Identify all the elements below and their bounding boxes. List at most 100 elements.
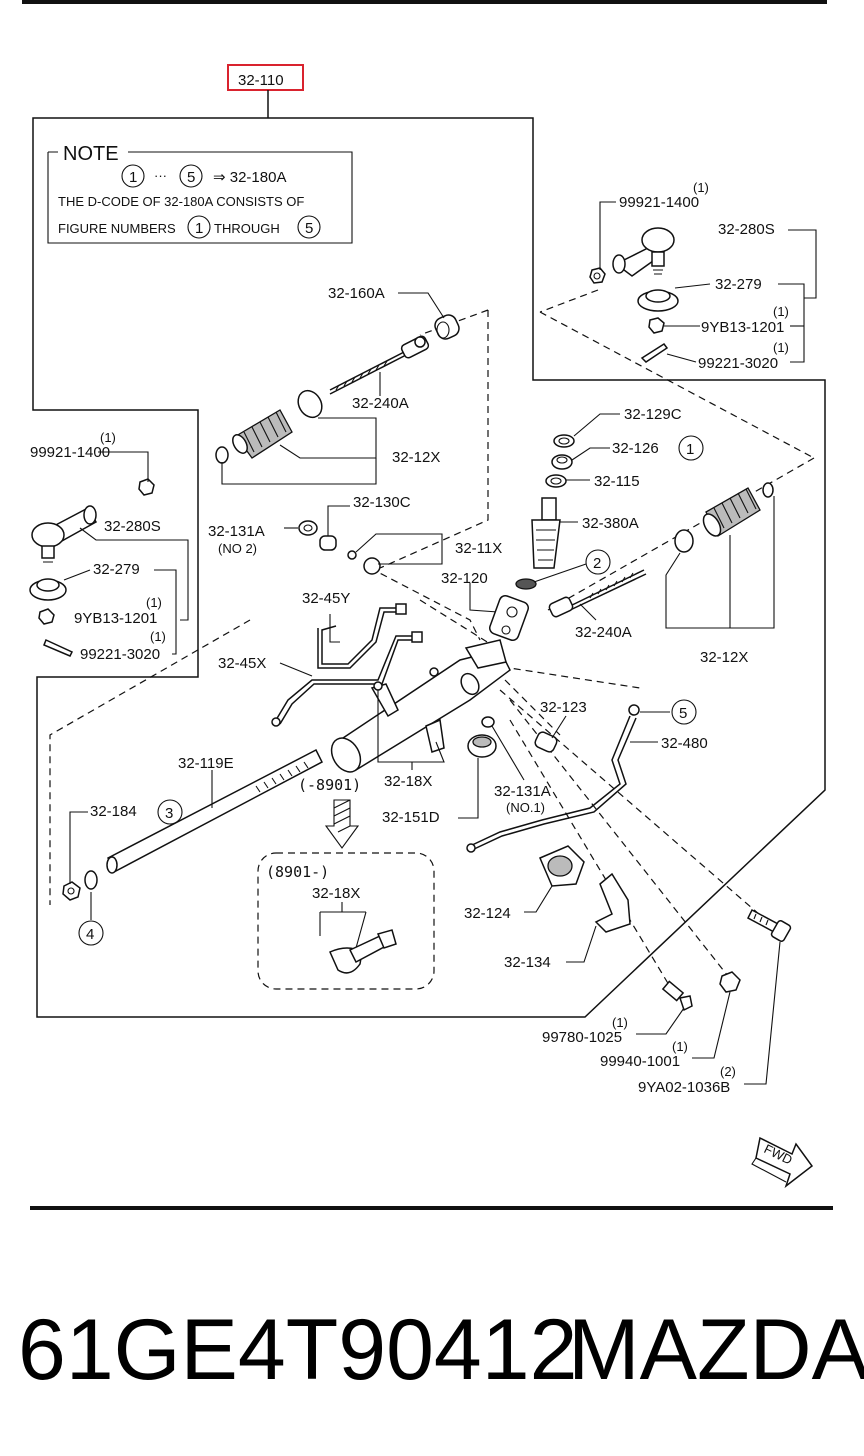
note-circled-1: 1 [129,169,137,186]
label-32-45x[interactable]: 32-45X [218,655,266,672]
note-line-2-num-1: 1 [195,220,203,237]
label-32-134[interactable]: 32-134 [504,954,551,971]
part-32-110-gear-housing[interactable] [326,594,530,777]
part-32-115[interactable] [545,474,567,488]
part-32-134-bracket[interactable] [594,872,631,933]
fwd-arrow-icon: FWD [751,1136,814,1189]
label-32-131a-no2[interactable]: 32-131A [208,523,265,540]
main-part-highlight [227,64,304,91]
cotter-pin-right[interactable] [640,342,669,363]
assembly-outline [32,117,826,1018]
part-99940-1001-nut[interactable] [719,971,741,993]
qty-32-131a-no1: (NO.1) [506,800,545,815]
label-32-279-r[interactable]: 32-279 [715,276,762,293]
tie-rod-end-right[interactable] [612,227,675,277]
nut-99921-left[interactable] [138,478,155,496]
part-32-380a-pinion[interactable] [531,497,561,569]
nut-9yb13-left[interactable] [38,608,55,625]
label-99221-3020-r[interactable]: 99221-3020 [698,355,778,372]
label-32-380a[interactable]: 32-380A [582,515,639,532]
label-9yb13-1201-r[interactable]: 9YB13-1201 [701,319,784,336]
part-32-45y-pipe[interactable] [317,603,407,669]
part-9ya02-1036b-bolt[interactable] [747,908,792,942]
part-32-126[interactable] [551,454,573,470]
label-99921-1400-r[interactable]: 99921-1400 [619,194,699,211]
label-32-120[interactable]: 32-120 [441,570,488,587]
label-32-130c[interactable]: 32-130C [353,494,411,511]
note-title: NOTE [63,143,119,165]
part-32-130c[interactable] [319,535,337,551]
label-99221-3020-l[interactable]: 99221-3020 [80,646,160,663]
part-32-124-damper[interactable] [539,845,585,887]
part-32-131a-no2[interactable] [298,520,318,536]
part-32-184-nut[interactable] [62,881,81,901]
nut-9yb13-right[interactable] [648,317,665,334]
part-32-480-pipe[interactable] [466,704,640,853]
boot-32-279-right[interactable] [637,289,679,312]
label-32-18x-a[interactable]: 32-18X [384,773,432,790]
brand-name: MAZDA [568,1302,864,1398]
label-32-124[interactable]: 32-124 [464,905,511,922]
part-32-151d-cap[interactable] [467,734,497,758]
part-32-12x-boot-top[interactable] [215,386,327,464]
label-32-160a[interactable]: 32-160A [328,285,385,302]
part-seal-ring[interactable] [515,578,537,590]
label-32-129c[interactable]: 32-129C [624,406,682,423]
part-32-160a-bushing[interactable] [432,312,461,341]
circled-3: 3 [165,805,173,822]
note-line-2-num-5: 5 [305,220,313,237]
label-32-280s-r[interactable]: 32-280S [718,221,775,238]
part-99780-1025-bolt[interactable] [661,980,693,1012]
part-32-123-bushing[interactable] [534,731,559,754]
part-32-240a-tie-rod-top[interactable] [329,335,430,395]
label-32-126[interactable]: 32-126 [612,440,659,457]
part-32-240a-tie-rod-right[interactable] [548,569,647,618]
label-99780-1025[interactable]: 99780-1025 [542,1029,622,1046]
note-line-2-mid: THROUGH [214,221,280,236]
label-32-115[interactable]: 32-115 [594,473,640,490]
note-circled-5: 5 [187,169,195,186]
part-4-washer[interactable] [84,870,98,890]
label-32-11x[interactable]: 32-11X [455,540,502,557]
circled-4: 4 [86,926,94,943]
part-32-12x-boot-right[interactable] [674,482,774,553]
label-32-151d[interactable]: 32-151D [382,809,440,826]
cotter-pin-left[interactable] [43,638,74,657]
label-99940-1001[interactable]: 99940-1001 [600,1053,680,1070]
qty-9yb13-1201-l: (1) [146,595,162,610]
label-32-240a-r[interactable]: 32-240A [575,624,632,641]
label-32-12x-top[interactable]: 32-12X [392,449,440,466]
bottom-rule [30,1206,833,1210]
footer: 61GE4T90412 MAZDA [0,1290,864,1410]
label-32-480[interactable]: 32-480 [661,735,708,752]
qty-9yb13-1201-r: (1) [773,304,789,319]
label-32-45y[interactable]: 32-45Y [302,590,350,607]
svg-text:···: ··· [154,168,167,183]
part-32-18x-bracket-new[interactable] [329,929,397,974]
label-32-184[interactable]: 32-184 [90,803,137,820]
label-32-240a-top[interactable]: 32-240A [352,395,409,412]
label-9ya02-1036b[interactable]: 9YA02-1036B [638,1079,730,1096]
label-32-18x-b[interactable]: 32-18X [312,885,360,902]
part-32-45x-pipe[interactable] [271,631,423,727]
boot-32-279-left[interactable] [29,578,67,601]
label-9yb13-1201-l[interactable]: 9YB13-1201 [74,610,157,627]
label-32-119e[interactable]: 32-119E [178,755,234,772]
tie-rod-end-left[interactable] [31,505,98,563]
note-line-1: THE D-CODE OF 32-180A CONSISTS OF [58,194,304,209]
note-formula-target: ⇒ 32-180A [213,169,286,186]
part-32-119e-rack[interactable] [106,748,323,874]
label-32-280s-l[interactable]: 32-280S [104,518,161,535]
circled-2: 2 [593,555,601,572]
nut-99921-right[interactable] [589,267,606,284]
label-32-279-l[interactable]: 32-279 [93,561,140,578]
label-32-123[interactable]: 32-123 [540,699,587,716]
label-99921-1400-l[interactable]: 99921-1400 [30,444,110,461]
label-32-131a-no1[interactable]: 32-131A [494,783,551,800]
part-32-131a-no1[interactable] [481,716,495,728]
part-32-11x-cap[interactable] [347,550,381,575]
qty-99940-1001: (1) [672,1039,688,1054]
label-32-12x-r[interactable]: 32-12X [700,649,748,666]
part-32-129c[interactable] [553,434,575,448]
main-part-label[interactable]: 32-110 [238,72,284,89]
